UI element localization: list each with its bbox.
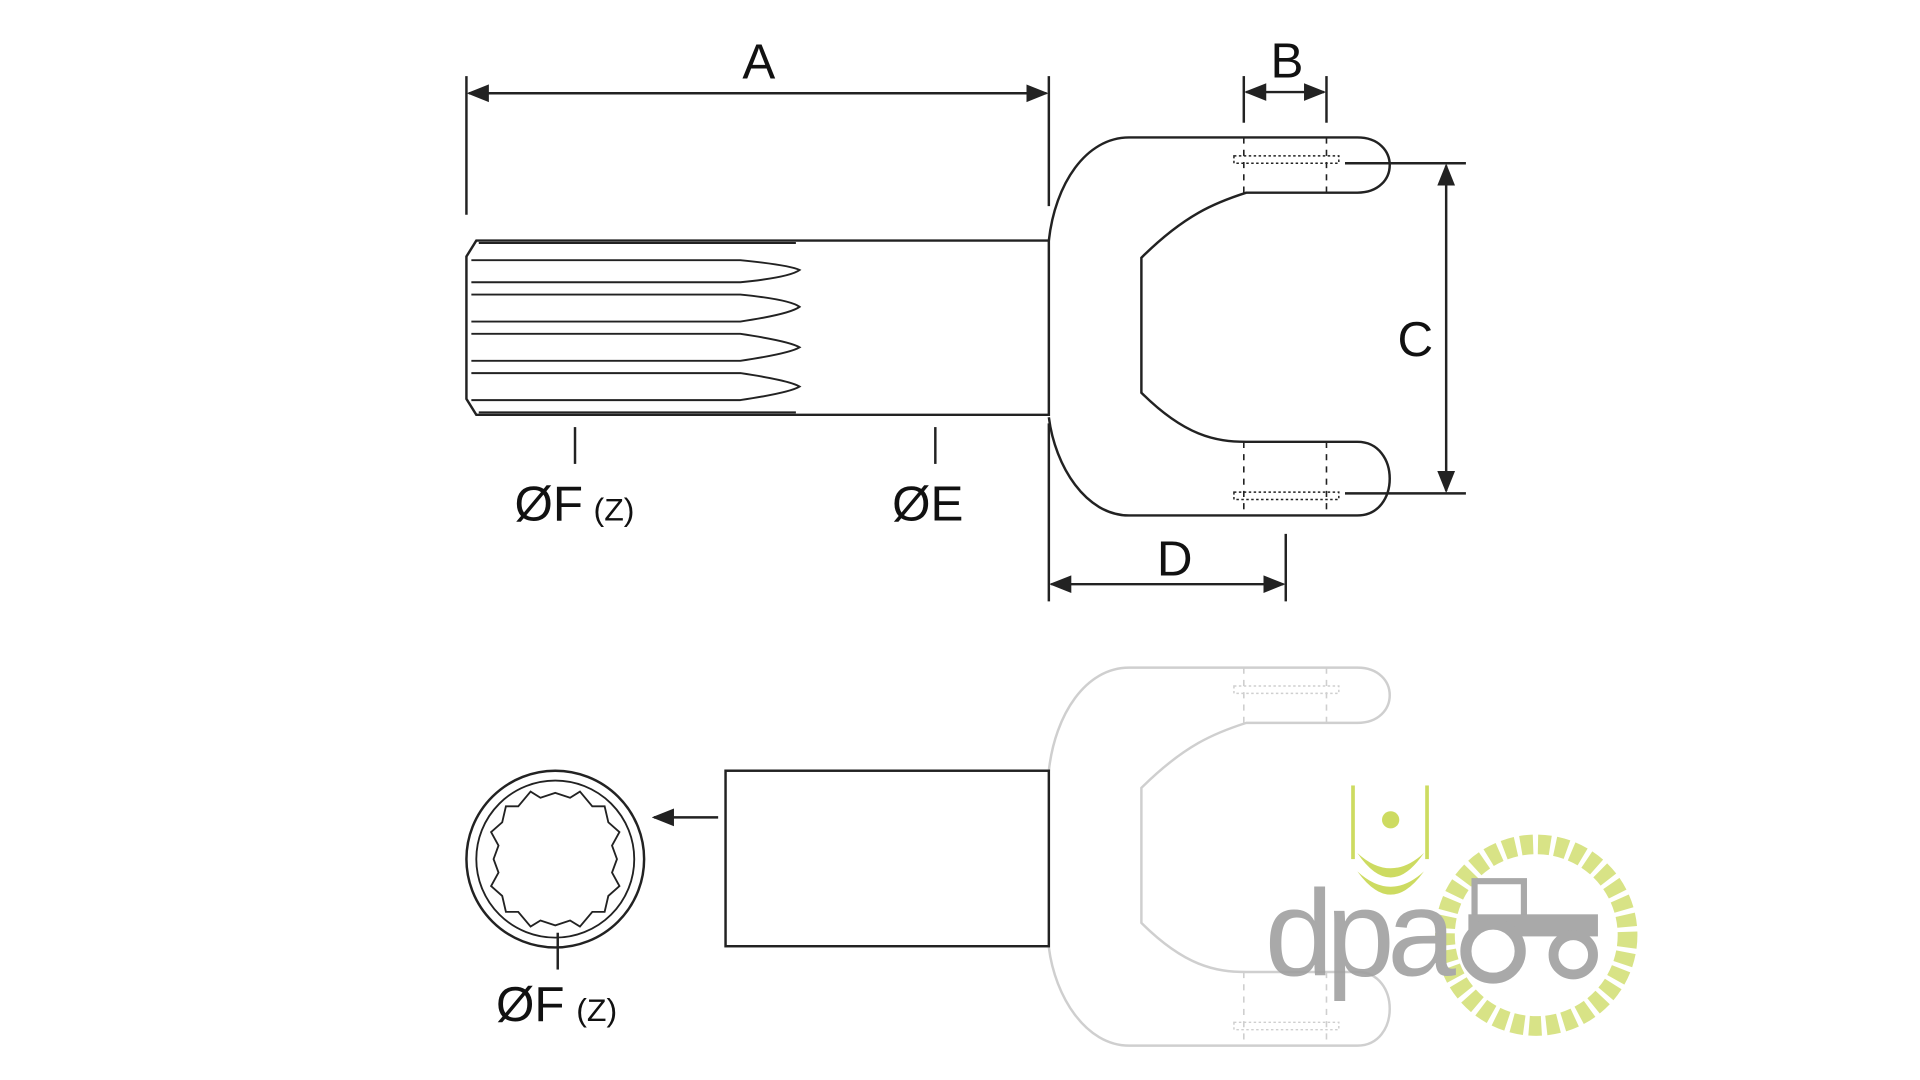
shaft-diameter-label: ØE [892,476,963,531]
dimension-b-label: B [1271,33,1304,88]
spline-diameter-label: ØF [515,476,584,531]
logo-text: dpa [1265,866,1457,1003]
top-view [465,76,1466,602]
yoke-fork [1047,136,1391,517]
bore-count-label: (Z) [576,992,617,1028]
hollow-shaft [724,769,1051,948]
splines [471,242,802,414]
dimension-c-label: C [1397,312,1433,367]
spline-count-label: (Z) [594,491,635,527]
splined-shaft [465,239,1051,417]
tractor-icon [1460,878,1598,984]
bore-splines [489,790,621,928]
pin-holes [1243,137,1328,516]
bore-outer [465,769,646,949]
ghost-yoke-fork [1047,666,1391,1047]
dimension-d-label: D [1157,532,1193,587]
bottom-view [465,666,1391,1047]
bore-diameter-label: ØF [496,977,565,1032]
dimension-a-label: A [742,35,775,90]
dpa-logo: dpa [1265,785,1638,1036]
wheat-icon [1351,785,1429,895]
